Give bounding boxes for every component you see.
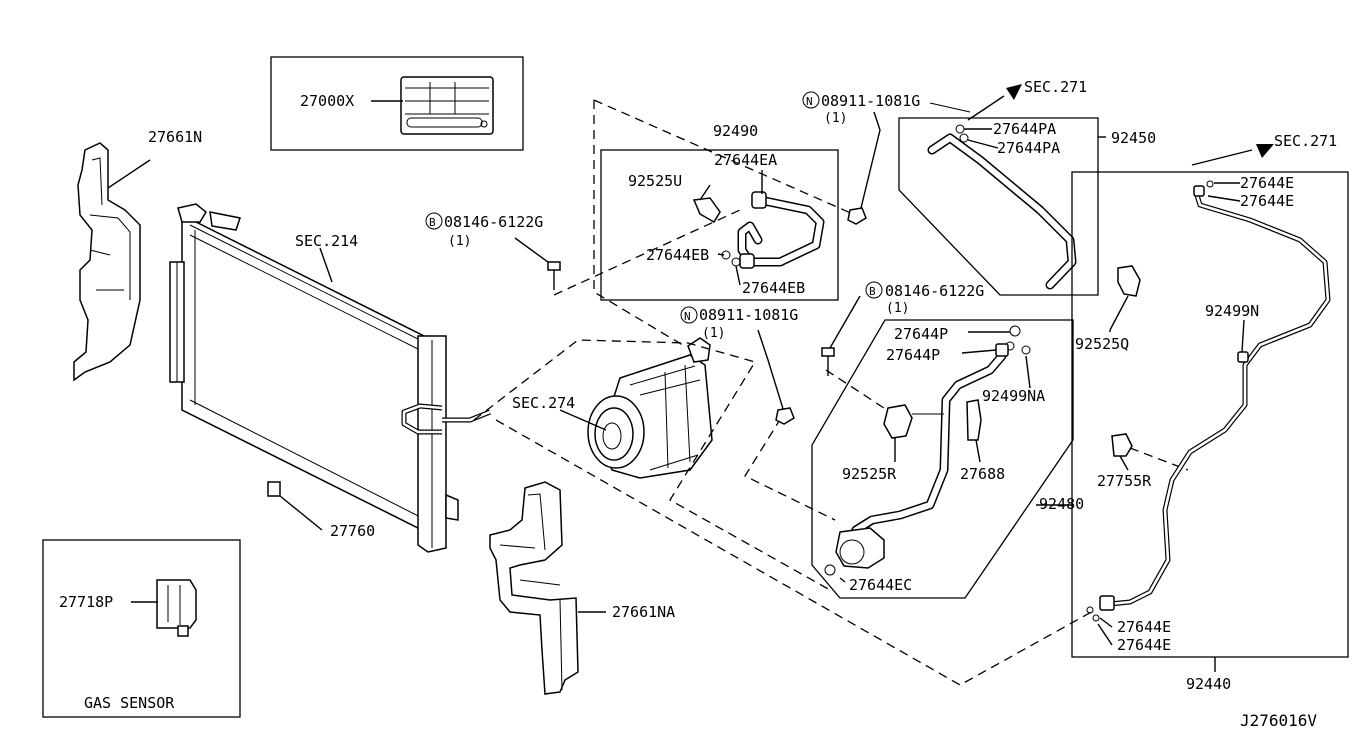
pipe-92440: SEC.271 27644E 27644E 92499N 27755R 2764…	[1071, 132, 1349, 693]
dash-route-1	[593, 100, 687, 348]
callout-27644PA-1: 27644PA	[993, 120, 1056, 138]
nut-a-marker-letter: N	[806, 95, 813, 108]
callout-27000X: 27000X	[300, 92, 354, 110]
compressor: SEC.274	[512, 337, 713, 479]
callout-27760: 27760	[330, 522, 375, 540]
callout-92525U: 92525U	[628, 172, 682, 190]
callout-27644EB-1: 27644EB	[646, 246, 709, 264]
dash-route-6	[744, 417, 836, 521]
callout-92499N: 92499N	[1205, 302, 1259, 320]
callout-27644P-1: 27644P	[894, 325, 948, 343]
callout-27644EA: 27644EA	[714, 151, 777, 169]
callout-27644E-3: 27644E	[1117, 618, 1171, 636]
callout-27644PA-2: 27644PA	[997, 139, 1060, 157]
callout-27644E-2: 27644E	[1240, 192, 1294, 210]
callout-92490: 92490	[713, 122, 758, 140]
bolt-a: B 08146-6122G (1)	[425, 212, 561, 290]
callout-SEC271-b: SEC.271	[1274, 132, 1337, 150]
bracket-27661N-shape	[73, 142, 141, 382]
hose-92450-frame	[898, 117, 1099, 296]
bracket-27661NA-shape	[489, 481, 579, 695]
callout-08911-a: 08911-1081G	[821, 92, 920, 110]
callout-SEC274: SEC.274	[512, 394, 575, 412]
hose-92450: SEC.271 27644PA 27644PA 92450	[898, 78, 1156, 296]
bolt-b: B 08146-6122G (1)	[821, 281, 984, 376]
callout-27644E-4: 27644E	[1117, 636, 1171, 654]
clip-92525Q: 92525Q	[1075, 265, 1141, 353]
bracket-27688	[966, 399, 982, 441]
clip-92525R	[883, 404, 913, 439]
callout-27644E-1: 27644E	[1240, 174, 1294, 192]
label-plate-icon	[400, 76, 494, 135]
hose-92480-frame	[811, 319, 1074, 599]
hose-92490-frame	[600, 149, 839, 301]
condenser: SEC.214	[169, 203, 491, 553]
callout-92480: 92480	[1039, 495, 1084, 513]
gas-sensor-shape	[156, 579, 197, 629]
callout-27661N: 27661N	[148, 128, 202, 146]
dash-route-4	[495, 419, 1096, 686]
callout-08911-b-qty: (1)	[702, 326, 725, 341]
label-plate-group: 27000X	[270, 56, 524, 151]
bolt-a-marker-letter: B	[429, 216, 436, 229]
callout-92450: 92450	[1111, 129, 1156, 147]
dash-route-2	[593, 99, 863, 219]
clip-92525U	[692, 197, 721, 224]
bolt-a-marker	[425, 212, 443, 230]
callout-SEC271-a: SEC.271	[1024, 78, 1087, 96]
callout-27688: 27688	[960, 465, 1005, 483]
callout-08146-a-qty: (1)	[448, 234, 471, 249]
gas-sensor-caption: GAS SENSOR	[84, 694, 175, 712]
pipe-92440-frame	[1071, 171, 1349, 658]
muffler-27644EC	[835, 527, 885, 569]
condenser-core	[181, 213, 443, 542]
nut-b: N 08911-1081G (1)	[680, 306, 798, 425]
callout-08146-b-qty: (1)	[886, 301, 909, 316]
clip-92525Q-shape	[1117, 265, 1141, 297]
bracket-27661N: 27661N	[73, 128, 202, 382]
nut-a: N 08911-1081G (1)	[802, 91, 920, 225]
gas-sensor-frame	[42, 539, 241, 718]
callout-27644EB-2: 27644EB	[742, 279, 805, 297]
hose-92480: 27644P 27644P 92499NA 92525R 27688 92480…	[811, 319, 1084, 599]
callout-92525R: 92525R	[842, 465, 897, 483]
callout-27644EC: 27644EC	[849, 576, 912, 594]
callout-08146-b: 08146-6122G	[885, 282, 984, 300]
callout-08911-a-qty: (1)	[824, 111, 847, 126]
bolt-b-marker	[865, 281, 883, 299]
clip-27755R	[1111, 433, 1133, 457]
callout-27755R: 27755R	[1097, 472, 1152, 490]
callout-92525Q: 92525Q	[1075, 335, 1129, 353]
dash-route-3	[473, 339, 831, 591]
callout-27644P-2: 27644P	[886, 346, 940, 364]
callout-27718P: 27718P	[59, 593, 113, 611]
nut-b-marker-letter: N	[684, 310, 691, 323]
diagram-code: J276016V	[1240, 711, 1317, 730]
bolt-b-marker-letter: B	[869, 285, 876, 298]
gas-sensor-inset: 27718P GAS SENSOR	[42, 539, 241, 718]
leader-27755R	[1119, 455, 1129, 471]
callout-92440: 92440	[1186, 675, 1231, 693]
callout-08911-b: 08911-1081G	[699, 306, 798, 324]
part-27760: 27760	[267, 481, 375, 540]
hose-92490: 92490 27644EA 92525U 27644EB 27644EB	[600, 122, 839, 301]
callout-08146-a: 08146-6122G	[444, 213, 543, 231]
bracket-27661NA: 27661NA	[489, 481, 675, 695]
callout-27661NA: 27661NA	[612, 603, 675, 621]
callout-92499NA: 92499NA	[982, 387, 1045, 405]
dash-route-7	[825, 369, 891, 413]
label-plate-frame	[270, 56, 524, 151]
part-27760-shape	[267, 481, 281, 497]
dash-route-5	[553, 209, 741, 296]
nut-b-marker	[680, 306, 698, 324]
nut-a-marker	[802, 91, 820, 109]
callout-SEC214: SEC.214	[295, 232, 358, 250]
